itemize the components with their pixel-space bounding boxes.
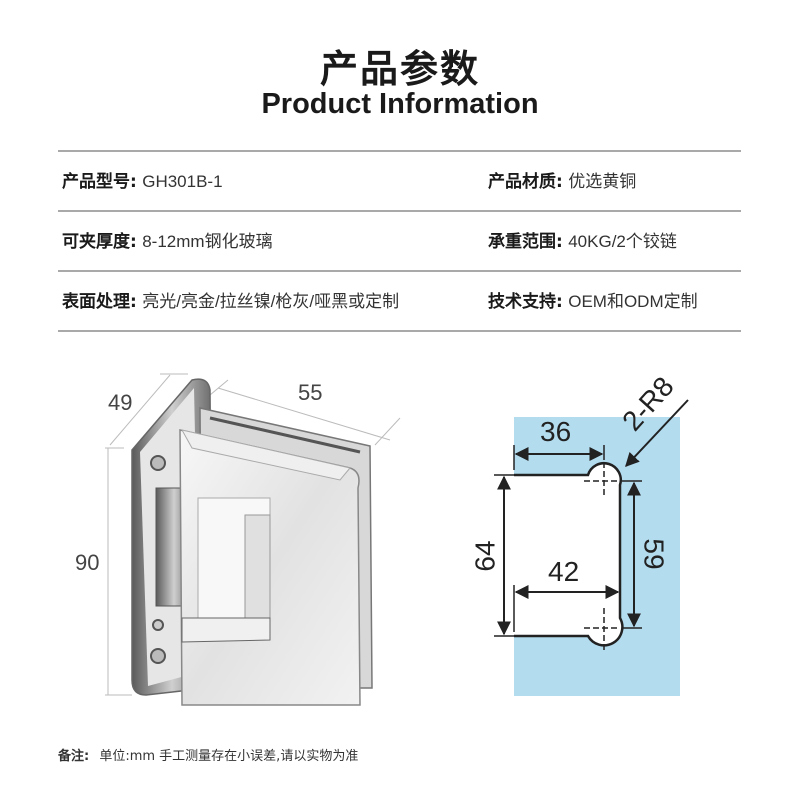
divider — [58, 270, 741, 272]
page-title-cn: 产品参数 — [319, 47, 480, 91]
note-text: 单位:mm 手工测量存在小误差,请以实物为准 — [99, 749, 359, 764]
width-dimension: 55 — [298, 380, 323, 405]
hinge-illustration — [105, 373, 401, 706]
footnote: 备注: 单位:mm 手工测量存在小误差,请以实物为准 — [58, 745, 358, 764]
spec-label: 承重范围: — [488, 232, 563, 252]
spec-value: 亮光/亮金/拉丝镍/枪灰/哑黑或定制 — [142, 292, 400, 311]
spec-label: 产品型号: — [62, 172, 137, 192]
spec-finish: 表面处理: 亮光/亮金/拉丝镍/枪灰/哑黑或定制 — [62, 291, 399, 313]
spec-label: 产品材质: — [488, 172, 563, 192]
spec-value: 8-12mm钢化玻璃 — [142, 232, 273, 251]
height-dimension: 90 — [75, 550, 100, 575]
spec-label: 表面处理: — [62, 292, 137, 312]
spec-value: 40KG/2个铰链 — [568, 232, 677, 251]
note-label: 备注: — [58, 749, 90, 764]
spec-value: OEM和ODM定制 — [568, 292, 698, 311]
page-title-en: Product Information — [261, 88, 539, 120]
spec-material: 产品材质: 优选黄铜 — [488, 171, 636, 193]
bottom-width-label: 42 — [548, 556, 580, 587]
spec-label: 可夹厚度: — [62, 232, 137, 252]
cutout-drawing: 36 42 64 59 2-R8 — [470, 370, 730, 700]
spec-value: 优选黄铜 — [568, 172, 637, 191]
spec-value: GH301B-1 — [142, 172, 223, 191]
left-height-label: 64 — [469, 540, 501, 572]
spec-label: 技术支持: — [488, 292, 563, 312]
spec-support: 技术支持: OEM和ODM定制 — [488, 291, 698, 313]
divider — [58, 330, 741, 332]
spec-thickness: 可夹厚度: 8-12mm钢化玻璃 — [62, 231, 273, 253]
divider — [58, 210, 741, 212]
spec-model: 产品型号: GH301B-1 — [62, 171, 223, 193]
depth-dimension: 49 — [108, 390, 133, 415]
product-photo: 49 55 90 — [70, 360, 410, 710]
glass-cutout-diagram — [494, 399, 689, 696]
divider — [58, 150, 741, 152]
right-height-label: 59 — [638, 538, 670, 570]
top-width-label: 36 — [540, 416, 572, 447]
spec-load: 承重范围: 40KG/2个铰链 — [488, 231, 677, 253]
